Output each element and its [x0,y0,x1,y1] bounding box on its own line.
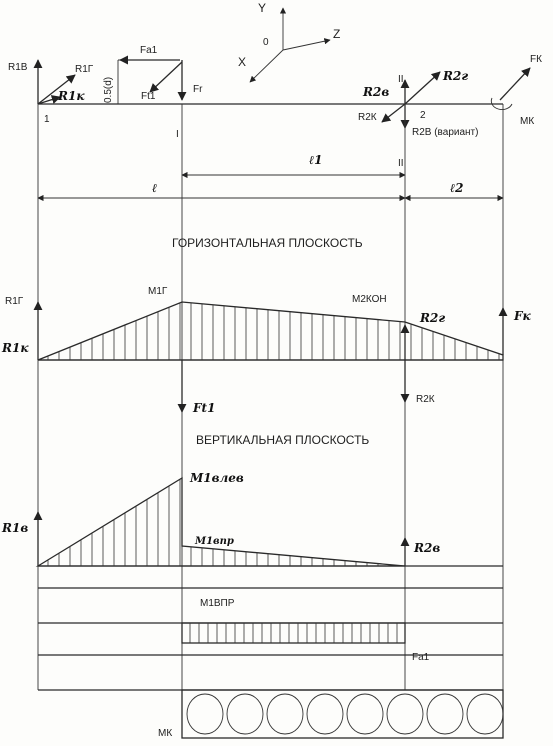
r1k-arrow [37,95,61,105]
axis-z-label: Z [333,27,340,41]
torque-loop [226,693,264,735]
r2v-label: R2в [362,85,389,99]
lower-diagrams: M1ВПР Fa1 MК [38,587,504,739]
ft1-arrow [149,61,183,93]
fa1-diagram [181,622,406,644]
vertical-plane-title: ВЕРТИКАЛЬНАЯ ПЛОСКОСТЬ [196,433,369,447]
r2k-label: R2К [358,112,377,123]
torque-loop [266,693,304,735]
section-II-top-label: II [398,74,404,85]
dimensions: ℓ1 ℓ ℓ2 [37,153,504,202]
r1g-label: R1Г [75,64,94,75]
h-r2g-label: R2г [419,311,445,325]
h-m2kon-label: M2КОН [352,294,387,305]
v-r2v-label: R2в [413,541,440,555]
shaft-scheme: R1В R1Г R1к Fa1 Ft1 Fr 0.5(d) R2в R2г R2… [8,45,542,169]
r1g-arrow [37,74,76,105]
horizontal-plane-title: ГОРИЗОНТАЛЬНАЯ ПЛОСКОСТЬ [172,236,363,250]
fr-label: Fr [193,84,203,95]
r1k-label: R1к [57,89,85,103]
fa1-lower-label: Fa1 [412,652,430,663]
section-1-label: 1 [44,114,50,125]
section-II-bottom-label: II [398,158,404,169]
section-2-label: 2 [420,110,426,121]
l-label: ℓ [152,181,157,195]
axis-x-label: X [238,55,246,69]
r2k-arrow [381,103,406,123]
vertical-plane-diagram: ВЕРТИКАЛЬНАЯ ПЛОСКОСТЬ R1в M1влев M1впр … [1,433,503,567]
r2g-arrow [404,71,441,105]
section-I-label: I [176,129,179,140]
h-r2k-label: R2К [416,394,435,405]
v-r1v-label: R1в [1,521,28,535]
v-m1vpr-label: M1впр [194,536,234,547]
axis-y-label: Y [258,1,266,15]
r2g-label: R2г [442,69,468,83]
torque-loop [386,693,424,735]
ft1-label: Ft1 [141,91,156,102]
l1-label: ℓ1 [309,153,322,167]
torque-loop [426,693,464,735]
coordinate-axes: Y Z X 0 [238,1,340,83]
fk-label: FК [530,54,542,65]
h-r1g-label: R1Г [5,296,24,307]
fk-arrow [499,67,531,101]
l2-label: ℓ2 [450,181,463,195]
offset-label: 0.5(d) [103,77,114,103]
r2v-variant-label: R2В (вариант) [412,127,478,138]
v-m1vlev-label: M1влев [189,471,244,485]
h-r1k-label: R1к [1,341,29,355]
m1vpr-lower-label: M1ВПР [200,598,235,609]
torque-loop [306,693,344,735]
h-fk-label: Fк [513,309,532,323]
vertical-moment-diagram [35,476,406,567]
mk-lower-label: MК [158,728,172,739]
torque-loop [186,693,224,735]
horizontal-plane-diagram: ГОРИЗОНТАЛЬНАЯ ПЛОСКОСТЬ R1Г R1к M1Г M2К… [1,236,532,415]
torque-loop [466,693,504,735]
mk-label: MК [520,116,534,127]
h-ft1-label: Ft1 [192,401,215,415]
torque-loop [346,693,384,735]
axis-origin-label: 0 [263,37,269,48]
mk-moment-arc [490,97,513,110]
r1v-label: R1В [8,62,28,73]
mk-torque-hatch [186,693,504,735]
fa1-label: Fa1 [140,45,158,56]
h-m1g-label: M1Г [148,286,168,297]
